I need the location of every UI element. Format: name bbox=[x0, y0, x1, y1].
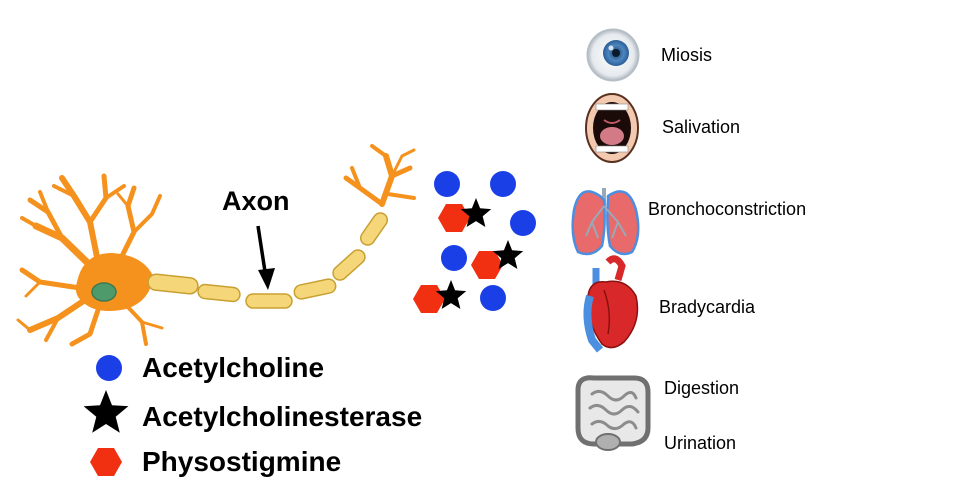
intestines-icon bbox=[575, 375, 651, 451]
neuron bbox=[16, 144, 416, 347]
axon-terminal bbox=[343, 144, 416, 207]
axon-label: Axon bbox=[222, 186, 290, 216]
neuron-cell-body bbox=[75, 253, 153, 311]
neuron-nucleus bbox=[91, 282, 117, 302]
physostigmine-molecule bbox=[438, 204, 470, 232]
acetylcholine-molecule bbox=[480, 285, 506, 311]
legend-label-physostigmine: Physostigmine bbox=[142, 446, 342, 477]
neuron-dendrites bbox=[16, 173, 164, 347]
physostigmine-molecule bbox=[471, 251, 503, 279]
effect-label-bradycardia: Bradycardia bbox=[659, 297, 756, 317]
myelin-sheath bbox=[147, 212, 389, 309]
lungs-icon bbox=[571, 188, 640, 256]
legend-star-icon bbox=[83, 390, 129, 433]
acetylcholinesterase-molecule bbox=[492, 240, 524, 269]
mouth-icon bbox=[585, 93, 639, 163]
effect-label-salivation: Salivation bbox=[662, 117, 741, 137]
acetylcholine-molecule bbox=[490, 171, 516, 197]
acetylcholinesterase-molecule bbox=[460, 198, 492, 227]
acetylcholine-molecule bbox=[441, 245, 467, 271]
axon-arrow bbox=[256, 225, 275, 290]
legend-label-acetylcholine: Acetylcholine bbox=[142, 352, 325, 383]
effect-label-bronchoconstriction: Bronchoconstriction bbox=[648, 199, 807, 219]
synapse-molecules bbox=[413, 171, 536, 313]
effect-label-urination: Urination bbox=[664, 433, 737, 453]
legend-label-acetylcholinesterase: Acetylcholinesterase bbox=[142, 401, 423, 432]
eye-icon bbox=[586, 28, 640, 82]
effect-label-digestion: Digestion bbox=[664, 378, 740, 398]
heart-icon bbox=[583, 255, 639, 353]
effect-label-miosis: Miosis bbox=[661, 45, 713, 65]
legend-hexagon-icon bbox=[90, 448, 122, 476]
acetylcholine-molecule bbox=[510, 210, 536, 236]
legend-circle-icon bbox=[96, 355, 122, 381]
acetylcholinesterase-molecule bbox=[435, 280, 467, 309]
physostigmine-molecule bbox=[413, 285, 445, 313]
legend-symbols bbox=[83, 355, 129, 476]
acetylcholine-molecule bbox=[434, 171, 460, 197]
